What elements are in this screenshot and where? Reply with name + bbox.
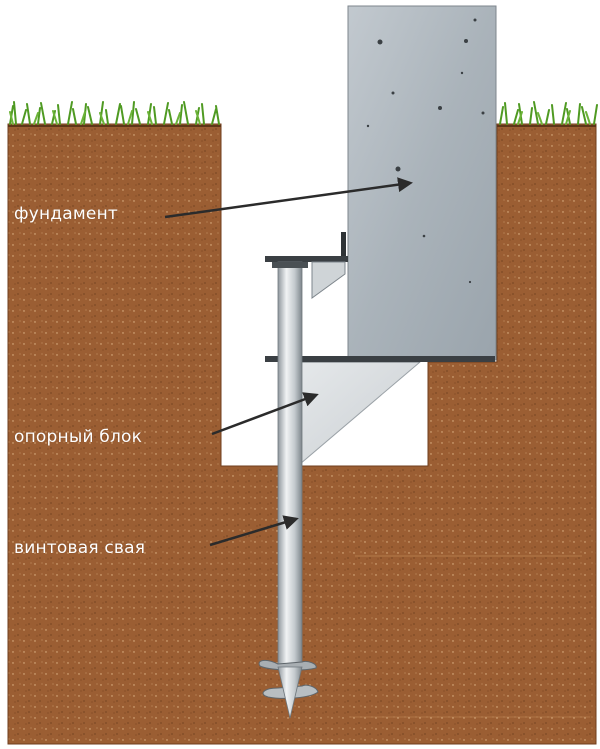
leader-arrows — [164, 177, 413, 547]
arrow-screw-pile — [209, 515, 299, 547]
arrow-foundation — [164, 177, 413, 219]
label-screw-pile: винтовая свая — [14, 538, 146, 558]
grass — [9, 101, 598, 125]
label-foundation: фундамент — [14, 204, 118, 224]
arrow-support-block — [211, 392, 319, 436]
upper-bracket — [265, 232, 348, 299]
label-support-block: опорный блок — [14, 427, 143, 447]
concrete-foundation — [347, 5, 497, 361]
screw-pile — [258, 261, 319, 719]
soil — [7, 123, 597, 745]
